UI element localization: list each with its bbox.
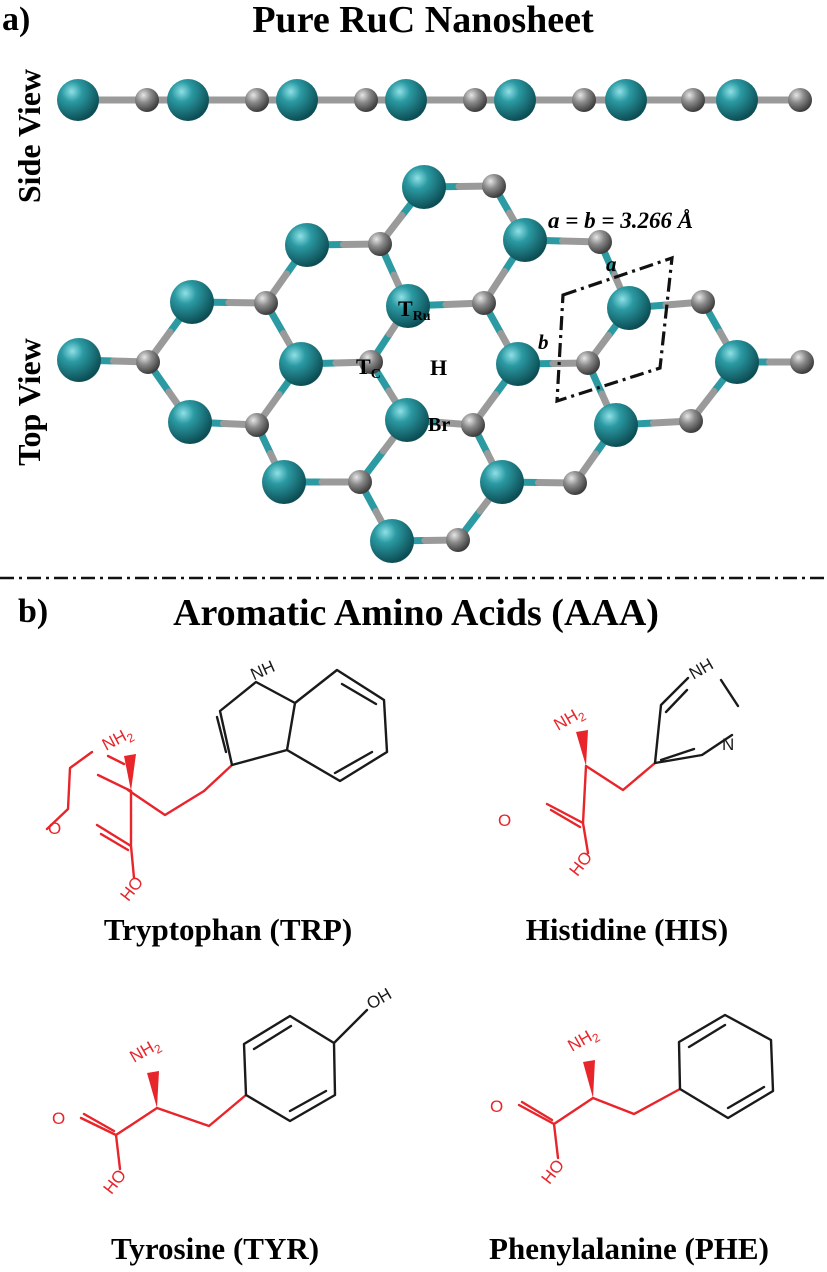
side-view-atoms — [57, 79, 812, 121]
carbon-atom — [348, 470, 372, 494]
panel-a-title: Pure RuC Nanosheet — [252, 0, 594, 41]
carbon-atom — [679, 409, 703, 433]
phenylalanine-name: Phenylalanine (PHE) — [489, 1231, 769, 1266]
carbon-atom — [245, 88, 269, 112]
carbon-atom — [136, 350, 160, 374]
carbon-atom — [368, 232, 392, 256]
ruthenium-atom — [285, 223, 329, 267]
ruthenium-atom — [262, 460, 306, 504]
histidine-structure: NH2 O HO NH N — [498, 655, 740, 880]
ruthenium-atom — [607, 286, 651, 330]
ruthenium-atom — [480, 460, 524, 504]
tryptophan-name: Tryptophan (TRP) — [104, 912, 352, 947]
carbon-atom — [588, 230, 612, 254]
carbon-atom — [482, 174, 506, 198]
ruthenium-atom — [168, 400, 212, 444]
carbon-atom — [788, 88, 812, 112]
trp-o-label: O — [48, 819, 61, 838]
carbon-atom — [135, 88, 159, 112]
top-view-atoms — [57, 165, 814, 563]
tyr-ho-label: HO — [100, 1166, 131, 1198]
side-view-label: Side View — [11, 69, 47, 203]
unit-cell-outline — [555, 255, 674, 404]
carbon-atom — [681, 88, 705, 112]
ruthenium-atom — [57, 79, 99, 121]
his-ho-label: HO — [566, 848, 597, 880]
phe-o-label: O — [490, 1097, 503, 1116]
ruthenium-atom — [594, 403, 638, 447]
site-br-label: Br — [428, 414, 450, 436]
carbon-atom — [245, 413, 269, 437]
his-n-label: N — [722, 735, 734, 754]
trp-ho-label: HO — [117, 873, 148, 905]
ruthenium-atom — [496, 342, 540, 386]
his-nh-label: NH — [686, 655, 717, 684]
tyr-oh-label: OH — [363, 984, 395, 1013]
trp-nh2-label: NH2 — [99, 723, 137, 757]
carbon-atom — [572, 88, 596, 112]
top-view-label: Top View — [11, 338, 47, 466]
tryptophan-structure: NH2 O HO NH — [45, 657, 389, 905]
ruthenium-atom — [170, 280, 214, 324]
tyrosine-structure: NH2 O HO OH — [52, 984, 395, 1197]
tyrosine-name: Tyrosine (TYR) — [111, 1231, 319, 1266]
carbon-atom — [354, 88, 378, 112]
ruthenium-atom — [503, 218, 547, 262]
lattice-constant-label: a = b = 3.266 Å — [548, 208, 693, 233]
ruthenium-atom — [605, 79, 647, 121]
ruthenium-atom — [385, 398, 429, 442]
ruthenium-atom — [57, 338, 101, 382]
carbon-atom — [463, 88, 487, 112]
carbon-atom — [472, 291, 496, 315]
panel-b-letter: b) — [18, 593, 48, 630]
ruthenium-atom — [370, 519, 414, 563]
vector-b-label: b — [538, 330, 549, 354]
carbon-atom — [576, 351, 600, 375]
site-t-c-label: TC — [356, 354, 381, 382]
ruthenium-atom — [386, 284, 430, 328]
carbon-atom — [563, 471, 587, 495]
ruthenium-atom — [385, 79, 427, 121]
ruthenium-atom — [494, 79, 536, 121]
ruthenium-atom — [279, 342, 323, 386]
phe-nh2-label: NH2 — [565, 1023, 603, 1058]
carbon-atom — [254, 291, 278, 315]
phe-ho-label: HO — [538, 1156, 569, 1188]
ruthenium-atom — [715, 340, 759, 384]
tyr-o-label: O — [52, 1109, 65, 1128]
carbon-atom — [461, 413, 485, 437]
carbon-atom — [691, 290, 715, 314]
carbon-atom — [790, 350, 814, 374]
phenylalanine-structure: NH2 O HO — [490, 1013, 775, 1188]
site-t-ru-label: TRu — [398, 296, 431, 324]
tyr-nh2-label: NH2 — [127, 1034, 165, 1069]
ruthenium-atom — [167, 79, 209, 121]
trp-nh-label: NH — [248, 657, 278, 684]
ruthenium-atom — [276, 79, 318, 121]
ruthenium-atom — [716, 79, 758, 121]
carbon-atom — [446, 528, 470, 552]
panel-b-title: Aromatic Amino Acids (AAA) — [173, 592, 659, 634]
histidine-name: Histidine (HIS) — [526, 912, 728, 947]
his-o-label: O — [498, 811, 511, 830]
carbon-atom — [359, 350, 383, 374]
panel-a-letter: a) — [2, 1, 30, 38]
site-h-label: H — [430, 355, 447, 380]
vector-a-label: a — [606, 252, 617, 276]
ruthenium-atom — [402, 165, 446, 209]
